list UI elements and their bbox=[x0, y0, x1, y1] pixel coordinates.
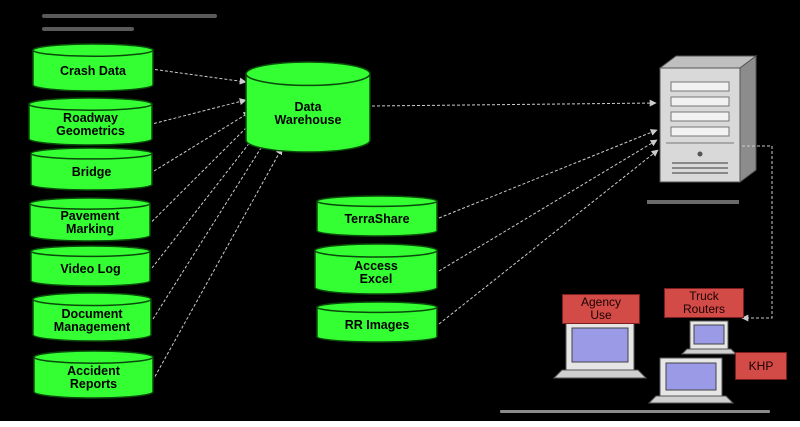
source-cylinder-accident bbox=[33, 350, 154, 399]
truck-routers-box: Truck Routers bbox=[664, 288, 744, 318]
footer-caption-blur bbox=[500, 410, 770, 413]
arrow-crash-to-warehouse bbox=[154, 69, 247, 85]
arrow-rr-to-server bbox=[438, 149, 659, 325]
arrow-terrashare-to-server bbox=[438, 129, 658, 219]
cylinder-group bbox=[28, 43, 438, 399]
arrow-roadway-to-warehouse bbox=[153, 98, 247, 124]
computer-icon-agency bbox=[552, 321, 648, 379]
arrow-group bbox=[151, 69, 659, 377]
arrow-document-to-warehouse bbox=[152, 139, 267, 320]
header-text-blur bbox=[42, 14, 217, 18]
server-icon bbox=[658, 55, 758, 183]
source-cylinder-video bbox=[30, 245, 151, 287]
khp-box: KHP bbox=[735, 352, 787, 380]
arrow-video-to-warehouse bbox=[151, 131, 259, 269]
secondary-source-cylinder-rr bbox=[316, 301, 438, 343]
source-cylinder-roadway bbox=[28, 97, 153, 146]
secondary-source-cylinder-access bbox=[314, 243, 438, 295]
source-cylinder-crash bbox=[32, 43, 154, 92]
source-cylinder-document bbox=[32, 292, 152, 342]
arrow-access-to-server bbox=[438, 139, 658, 272]
arrow-pavement-to-warehouse bbox=[151, 121, 253, 222]
arrow-accident-to-warehouse bbox=[154, 147, 283, 377]
computer-icon-khp bbox=[647, 357, 735, 404]
agency-use-box: Agency Use bbox=[562, 294, 640, 324]
source-cylinder-bridge bbox=[30, 147, 153, 191]
server-to-users-connector bbox=[741, 145, 773, 322]
bottom-divider bbox=[0, 421, 800, 427]
arrow-warehouse-to-server bbox=[371, 99, 657, 107]
arrow-bridge-to-warehouse bbox=[153, 111, 251, 172]
data-warehouse-cylinder bbox=[245, 61, 371, 153]
source-cylinder-pavement bbox=[29, 197, 151, 242]
computer-icon-truck bbox=[680, 320, 738, 355]
secondary-source-cylinder-terrashare bbox=[316, 195, 438, 237]
header-text-blur-line2 bbox=[42, 27, 134, 31]
server-caption-blur bbox=[647, 200, 739, 204]
